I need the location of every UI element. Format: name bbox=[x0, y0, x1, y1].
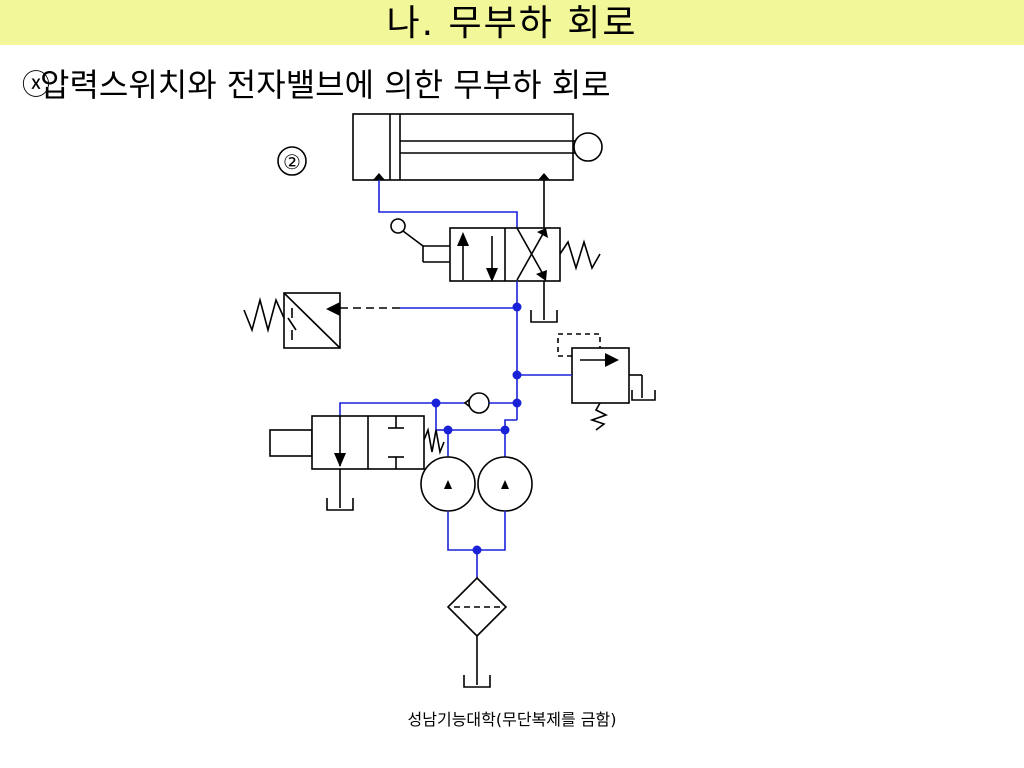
suction-lines bbox=[447, 511, 506, 578]
filter bbox=[446, 576, 508, 688]
subtitle-text: 압력스위치와 전자밸브에 의한 무부하 회로 bbox=[40, 66, 611, 104]
hydraulic-pump-1 bbox=[420, 456, 476, 512]
title-bar bbox=[0, 0, 1024, 45]
hydraulic-cylinder bbox=[352, 113, 603, 181]
pressure-switch bbox=[243, 292, 400, 349]
hydraulic-pump-2 bbox=[477, 456, 533, 512]
circuit-label: ② bbox=[283, 150, 301, 174]
cylinder-lines bbox=[378, 180, 545, 228]
circuit-label-marker: ② bbox=[277, 146, 307, 176]
solenoid-valve-lines bbox=[339, 402, 518, 465]
check-valve bbox=[431, 392, 522, 414]
tank-symbol-1 bbox=[530, 281, 558, 323]
pilot-line bbox=[400, 281, 522, 403]
slide-title: 나. 무부하 회로 bbox=[386, 3, 638, 44]
slide-subtitle: ⓧ압력스위치와 전자밸브에 의한 무부하 회로 bbox=[22, 60, 611, 106]
slide-footer: 성남기능대학(무단복제를 금함) bbox=[407, 710, 617, 729]
roller-directional-valve bbox=[390, 218, 601, 282]
relief-valve bbox=[512, 333, 656, 431]
solenoid-valve bbox=[269, 415, 445, 511]
